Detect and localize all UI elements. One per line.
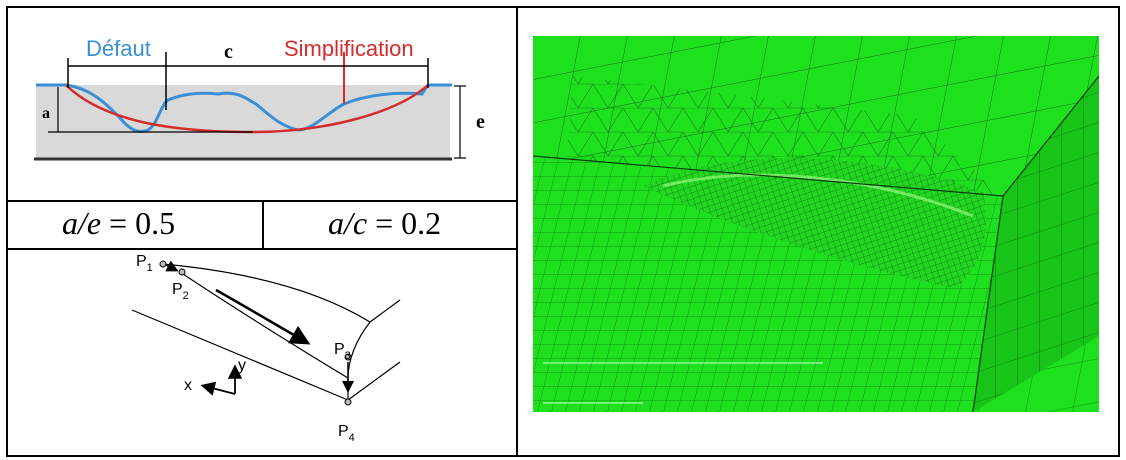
mesh-render: [533, 36, 1099, 412]
crack-front-highlight: [662, 173, 974, 218]
crack-lower-edge: [179, 271, 349, 379]
status-text-row-1: [543, 362, 823, 364]
ratio-a-over-e: a/e = 0.5: [62, 205, 176, 241]
defaut-profile: [36, 83, 452, 133]
x-axis-label: x: [184, 377, 192, 394]
e-label: e: [476, 111, 485, 133]
crack-refined-zone-grid: [643, 158, 987, 288]
table-border-bottom: [6, 455, 1120, 457]
p2-label: P2: [172, 281, 189, 302]
y-axis-label: y: [238, 357, 246, 374]
table-column-divider: [516, 6, 518, 457]
p4-label: P4: [338, 423, 355, 444]
point-p2: [178, 268, 186, 276]
defect-sketch: Défaut c Simplification a e: [8, 8, 516, 200]
crack-path-arrow: [215, 288, 311, 345]
block-side-face-grid: [973, 76, 1099, 412]
simplification-label: Simplification: [284, 36, 414, 61]
ratio-cell-divider: [262, 200, 264, 250]
p3-label: P3: [334, 341, 351, 362]
ratio-a-over-c: a/c = 0.2: [328, 205, 442, 241]
point-p3: [344, 353, 352, 361]
path-sketch: P1 P2 P3 P4 x y: [8, 250, 516, 455]
p1-label: P1: [136, 253, 153, 274]
point-p4: [344, 398, 352, 406]
top-right-edge: [369, 299, 401, 323]
table-border-left: [6, 6, 8, 457]
bottom-right-edge: [347, 361, 401, 401]
x-axis: [200, 381, 236, 396]
a-label: a: [42, 105, 50, 122]
table-border-right: [1118, 6, 1120, 457]
point-p1: [159, 260, 167, 268]
table-border-top: [6, 6, 1120, 8]
status-text-row-2: [543, 402, 643, 404]
c-label: c: [224, 41, 233, 63]
block-vertical-edge: [972, 195, 1004, 412]
defaut-label: Défaut: [86, 36, 151, 61]
crack-front-curve: [162, 263, 371, 379]
block-bottom-edge: [131, 309, 349, 401]
